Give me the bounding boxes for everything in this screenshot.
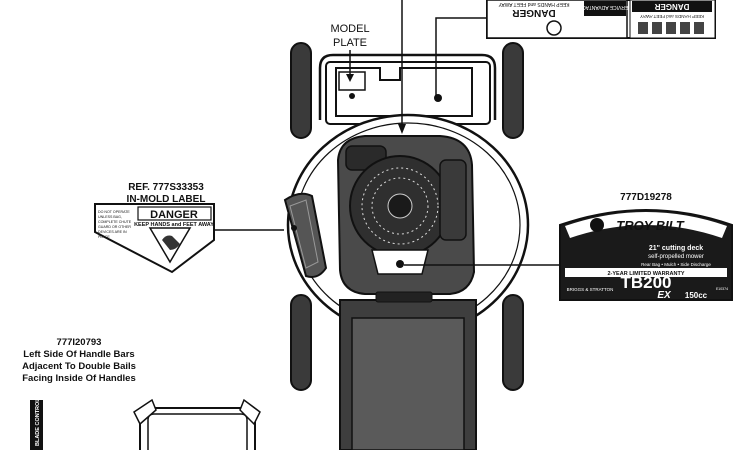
inmold-warning-line-4: GUARD OR OTHER	[98, 225, 131, 229]
troy-bilt-logo-icon	[590, 218, 604, 232]
inmold-warning-line-1: DO NOT OPERATE	[98, 210, 130, 214]
handle-label-part-number: 777I20793	[57, 337, 102, 348]
top-hazard-icon-3	[666, 22, 676, 34]
rear-door	[351, 317, 465, 450]
blade-control-strip-text: BLADE CONTROL	[35, 398, 41, 446]
inmold-warning-line-5: DEVICES ARE IN	[98, 230, 127, 234]
engine-hub	[387, 193, 413, 219]
warranty-text: 2-YEAR LIMITED WARRANTY	[608, 271, 685, 277]
top-label-leader-line	[435, 17, 486, 98]
top-label-dot	[434, 94, 442, 102]
handle-label-line1: Left Side Of Handle Bars	[23, 349, 134, 360]
handle-bars-illustration	[133, 398, 261, 450]
deck-label-code: E10374	[716, 287, 728, 291]
model-plate-inset	[338, 71, 366, 91]
engine-series-text: EX	[657, 290, 672, 301]
model-plate	[335, 67, 473, 117]
top-danger-left-title: DANGER	[512, 7, 556, 18]
model-plate-dot	[349, 93, 355, 99]
rear-right-wheel	[502, 294, 524, 391]
top-danger-left-text: KEEP HANDS and FEET AWAY	[498, 1, 570, 7]
front-left-wheel	[290, 42, 312, 139]
deck-size-text: 21" cutting deck	[649, 245, 703, 252]
engine-fins-inner	[371, 177, 429, 235]
air-filter	[439, 159, 467, 241]
inmold-danger-label: DANGER KEEP HANDS and FEET AWAY DO NOT O…	[94, 203, 215, 274]
inmold-keep-away-text: KEEP HANDS and FEET AWAY	[134, 222, 214, 228]
top-hazard-icon-5	[638, 22, 648, 34]
chute-dot	[291, 225, 297, 231]
hand-hazard-icon	[162, 235, 180, 250]
handle-label-line3: Facing Inside Of Handles	[22, 373, 136, 384]
model-plate-arrowhead	[346, 74, 354, 82]
lawn-mower-illustration	[283, 42, 530, 450]
engine-brand-badge	[375, 291, 433, 303]
inmold-danger-title: DANGER	[150, 209, 198, 221]
engine-cc-text: 150cc	[685, 291, 708, 300]
engine-fins	[361, 167, 439, 245]
top-hazard-icon-4	[652, 22, 662, 34]
model-plate-callout-line1: MODEL	[330, 23, 369, 35]
engine-arrowhead	[398, 124, 406, 134]
inmold-warning-line-2: UNLESS BAG,	[98, 215, 122, 219]
blade-control-strip	[30, 400, 43, 450]
inmold-warning-line-3: COMPLETE CHUTE	[98, 220, 132, 224]
front-right-wheel	[502, 42, 524, 139]
top-danger-label: SERVICE ADVANTAGE DANGER KEEP HANDS and …	[486, 0, 716, 39]
top-danger-right-title: DANGER	[654, 2, 689, 11]
deck-label-part-number: 777D19278	[620, 192, 672, 203]
engine-brand-text: BRIGGS & STRATTON	[567, 287, 614, 292]
brand-name: TROY-BILT	[616, 218, 684, 233]
engine-label-dot	[396, 260, 404, 268]
model-number-text: TB200	[620, 273, 671, 292]
top-danger-right-text: KEEP HANDS and FEET AWAY	[640, 14, 704, 19]
features-text: Rear Bag • Mulch • Side Discharge	[641, 262, 711, 267]
service-advantage-text: SERVICE ADVANTAGE	[578, 4, 632, 10]
inmold-ref-text: REF. 777S33353	[128, 182, 204, 193]
inmold-warning-line-6: PLACE	[98, 235, 110, 239]
rear-left-wheel	[290, 294, 312, 391]
brand-banner	[565, 212, 727, 238]
handle-label-line2: Adjacent To Double Bails	[22, 361, 136, 372]
chute-rib	[289, 199, 319, 269]
side-discharge-chute	[283, 192, 328, 278]
top-hazard-icon-2	[680, 22, 690, 34]
front-bumper	[318, 53, 497, 120]
mower-type-text: self-propelled mower	[648, 254, 704, 260]
top-hazard-icon-1	[694, 22, 704, 34]
warranty-bar	[565, 268, 727, 277]
service-badge	[584, 1, 626, 16]
inmold-title-text: IN-MOLD LABEL	[127, 194, 206, 205]
model-plate-callout-line2: PLATE	[333, 37, 367, 49]
deck-label: TROY-BILT 21" cutting deck self-propelle…	[559, 209, 733, 301]
top-warning-circle-icon	[546, 20, 562, 36]
